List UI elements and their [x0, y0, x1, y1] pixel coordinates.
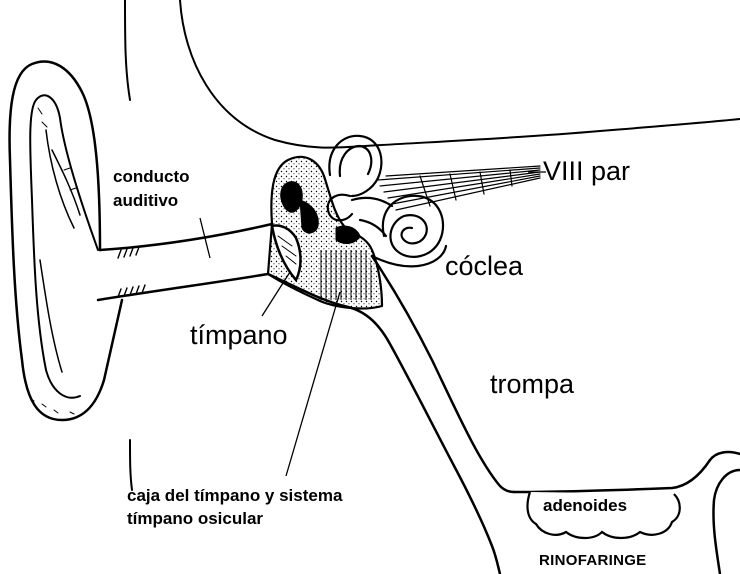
vestibule: [352, 198, 392, 236]
viii-nerve-fibers: [378, 166, 540, 210]
label-rinofaringe: RINOFARINGE: [539, 553, 646, 568]
ear-canal-upper-wall: [100, 224, 272, 250]
semicircular-canals: [328, 136, 382, 221]
jaw-line: [130, 440, 132, 490]
canal-hair-marks: [118, 247, 145, 297]
pinna-inner-fold: [30, 95, 98, 397]
label-coclea: cóclea: [445, 253, 523, 280]
label-trompa: trompa: [490, 371, 574, 398]
face-line: [125, 0, 130, 100]
label-adenoides: adenoides: [543, 497, 627, 514]
cavity-vertical-stripes: [318, 250, 374, 300]
label-conducto-auditivo: conducto auditivo: [113, 165, 243, 213]
cochlea-spiral: [383, 196, 443, 257]
nasopharynx-right-wall: [713, 470, 740, 574]
nasopharynx-roof: [514, 452, 740, 492]
antihelix: [40, 130, 80, 372]
pinna-outline: [10, 62, 122, 420]
label-timpano: tímpano: [190, 322, 288, 349]
label-viii-par: VIII par: [543, 158, 630, 185]
skull-outline: [180, 0, 740, 148]
pinna-shading: [30, 108, 76, 414]
label-caja-del-timpano: caja del tímpano y sistema tímpano osicu…: [127, 484, 447, 530]
